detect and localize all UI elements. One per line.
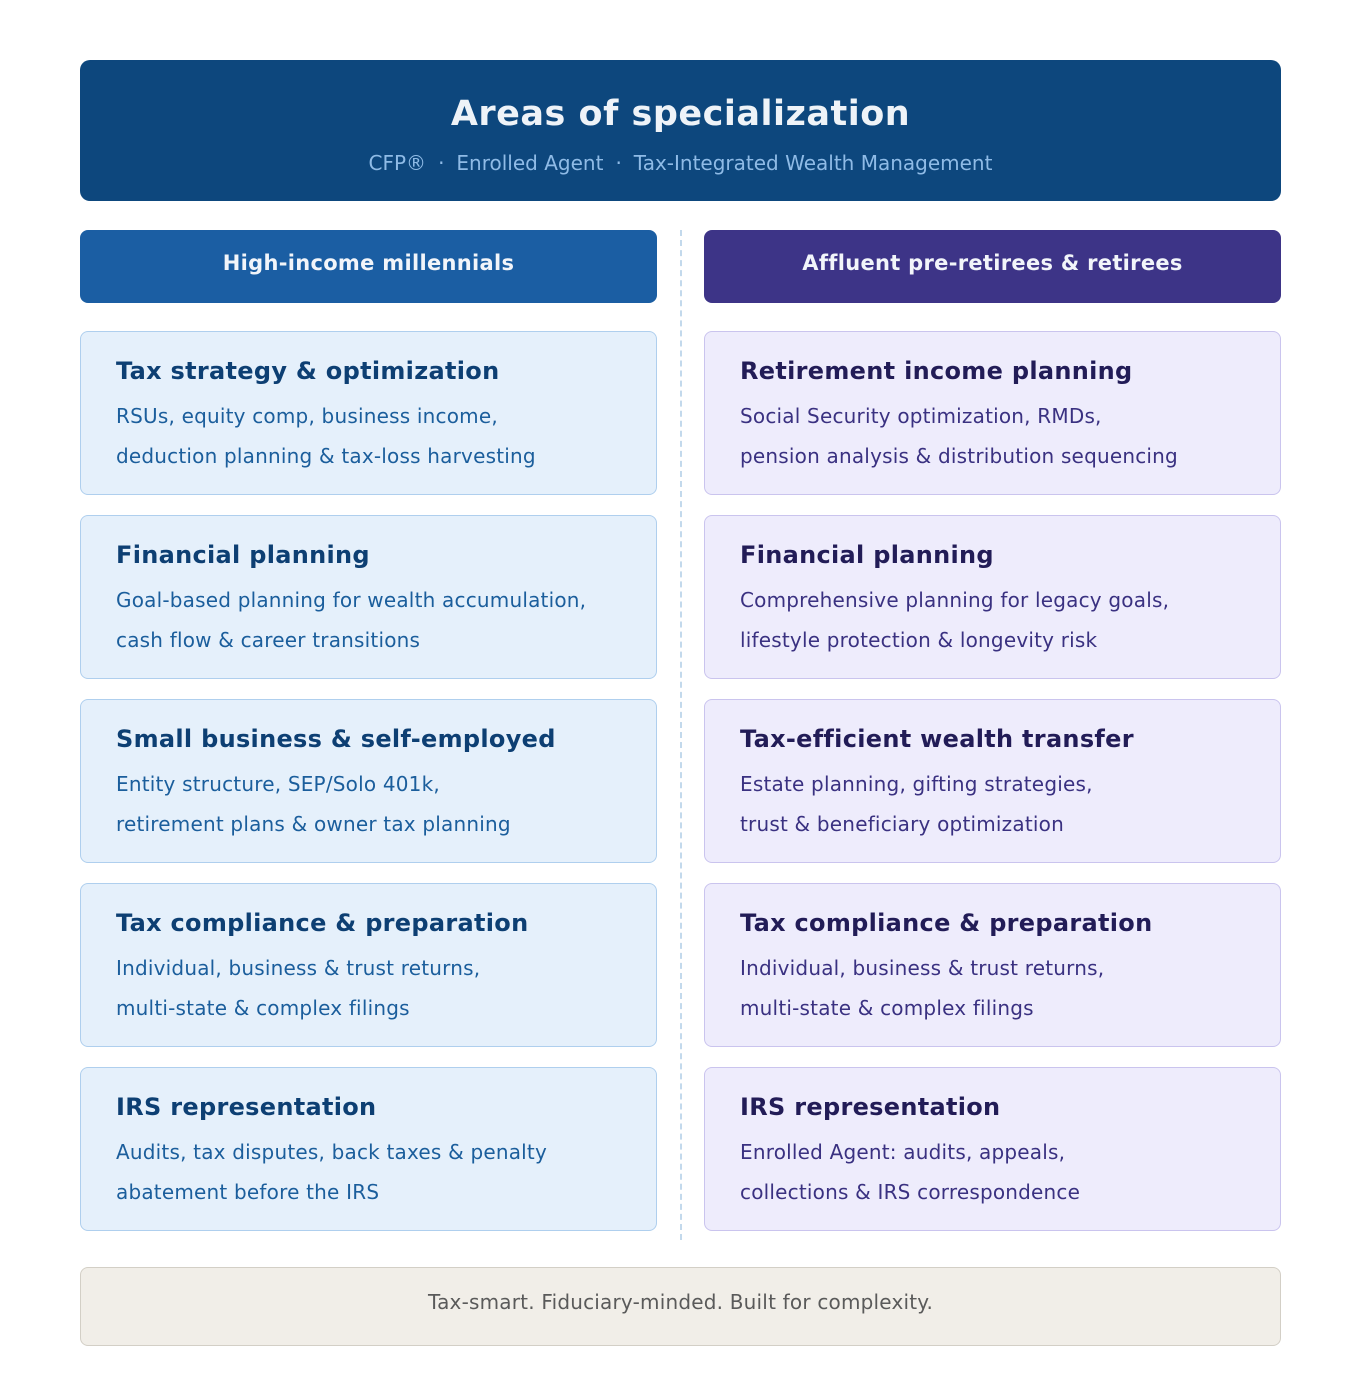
card-description: trust & beneficiary optimization xyxy=(740,812,1064,836)
service-card: Retirement income planning Social Securi… xyxy=(704,331,1281,495)
service-card: Financial planning Goal-based planning f… xyxy=(80,515,657,679)
card-description: Goal-based planning for wealth accumulat… xyxy=(116,588,587,612)
card-description: cash flow & career transitions xyxy=(116,628,421,652)
card-description: collections & IRS correspondence xyxy=(740,1180,1081,1204)
column-heading-retirees: Affluent pre-retirees & retirees xyxy=(704,230,1281,303)
card-title: Tax compliance & preparation xyxy=(116,909,529,937)
card-description: Individual, business & trust returns, xyxy=(740,956,1105,980)
card-title: Financial planning xyxy=(740,541,994,569)
card-description: RSUs, equity comp, business income, xyxy=(116,404,498,428)
credential-separator: · xyxy=(438,151,445,175)
card-description: deduction planning & tax-loss harvesting xyxy=(116,444,536,468)
card-title: Tax strategy & optimization xyxy=(116,357,500,385)
card-title: Tax-efficient wealth transfer xyxy=(740,725,1134,753)
credential-separator: · xyxy=(615,151,622,175)
card-description: multi-state & complex filings xyxy=(116,996,410,1020)
credentials-line: CFP® · Enrolled Agent · Tax-Integrated Wealt… xyxy=(80,151,1281,175)
service-card: Tax compliance & preparation Individual,… xyxy=(80,883,657,1047)
column-heading-millennials: High-income millennials xyxy=(80,230,657,303)
column-divider xyxy=(680,230,682,1240)
credential-cfp: CFP® xyxy=(368,151,427,175)
service-card: Tax strategy & optimization RSUs, equity… xyxy=(80,331,657,495)
credential-wealth-management: Tax-Integrated Wealth Management xyxy=(633,151,993,175)
card-title: Financial planning xyxy=(116,541,370,569)
card-title: Tax compliance & preparation xyxy=(740,909,1153,937)
service-card: Tax-efficient wealth transfer Estate pla… xyxy=(704,699,1281,863)
credential-enrolled-agent: Enrolled Agent xyxy=(456,151,604,175)
card-description: Audits, tax disputes, back taxes & penal… xyxy=(116,1140,548,1164)
card-description: lifestyle protection & longevity risk xyxy=(740,628,1098,652)
card-title: IRS representation xyxy=(740,1093,1001,1121)
card-title: Retirement income planning xyxy=(740,357,1133,385)
card-description: Individual, business & trust returns, xyxy=(116,956,481,980)
card-description: retirement plans & owner tax planning xyxy=(116,812,511,836)
service-card: Small business & self-employed Entity st… xyxy=(80,699,657,863)
card-description: abatement before the IRS xyxy=(116,1180,380,1204)
header-banner: Areas of specialization CFP® · Enrolled Ag… xyxy=(80,60,1281,201)
service-card: IRS representation Audits, tax disputes,… xyxy=(80,1067,657,1231)
card-description: Entity structure, SEP/Solo 401k, xyxy=(116,772,440,796)
card-description: multi-state & complex filings xyxy=(740,996,1034,1020)
service-card: Financial planning Comprehensive plannin… xyxy=(704,515,1281,679)
card-description: Estate planning, gifting strategies, xyxy=(740,772,1093,796)
page-title: Areas of specialization xyxy=(450,94,911,134)
card-title: IRS representation xyxy=(116,1093,377,1121)
footer-tagline: Tax-smart. Fiduciary-minded. Built for c… xyxy=(80,1267,1281,1346)
card-description: pension analysis & distribution sequenci… xyxy=(740,444,1178,468)
card-title: Small business & self-employed xyxy=(116,725,556,753)
service-card: IRS representation Enrolled Agent: audit… xyxy=(704,1067,1281,1231)
card-description: Enrolled Agent: audits, appeals, xyxy=(740,1140,1066,1164)
card-description: Social Security optimization, RMDs, xyxy=(740,404,1102,428)
card-description: Comprehensive planning for legacy goals, xyxy=(740,588,1170,612)
service-card: Tax compliance & preparation Individual,… xyxy=(704,883,1281,1047)
